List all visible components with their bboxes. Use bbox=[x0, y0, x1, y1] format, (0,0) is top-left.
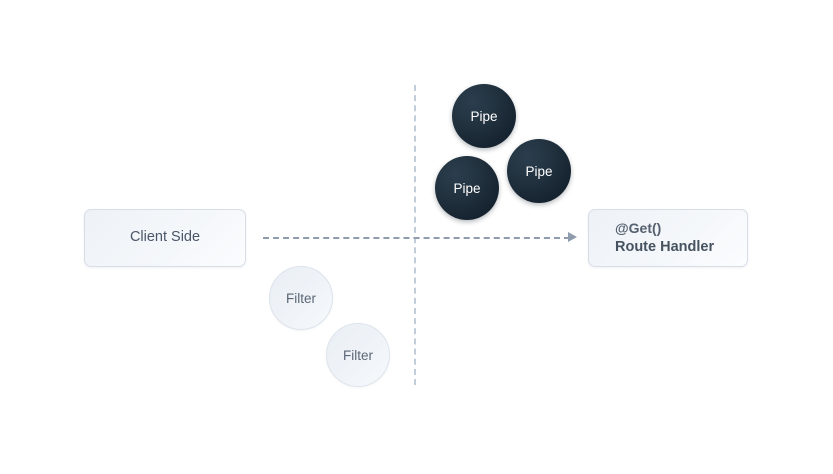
client-side-label: Client Side bbox=[129, 229, 201, 246]
route-handler-text: @Get() Route Handler bbox=[615, 219, 714, 257]
route-handler-box: @Get() Route Handler bbox=[588, 209, 748, 267]
pipe-circle: Pipe bbox=[435, 156, 499, 220]
pipe-label: Pipe bbox=[525, 163, 553, 179]
route-handler-decorator: @Get() bbox=[615, 219, 662, 236]
pipe-label: Pipe bbox=[453, 180, 481, 196]
pipe-circle: Pipe bbox=[452, 84, 516, 148]
client-side-box: Client Side bbox=[84, 209, 246, 267]
request-flow-dashed-line bbox=[263, 237, 570, 239]
pipe-label: Pipe bbox=[470, 108, 498, 124]
pipe-circle: Pipe bbox=[507, 139, 571, 203]
filter-label: Filter bbox=[286, 290, 316, 306]
filter-circle: Filter bbox=[326, 323, 390, 387]
flow-arrowhead-icon bbox=[568, 232, 577, 242]
filter-circle: Filter bbox=[269, 266, 333, 330]
filter-label: Filter bbox=[343, 347, 373, 363]
vertical-dashed-divider bbox=[414, 85, 416, 385]
route-handler-label: Route Handler bbox=[615, 238, 715, 255]
